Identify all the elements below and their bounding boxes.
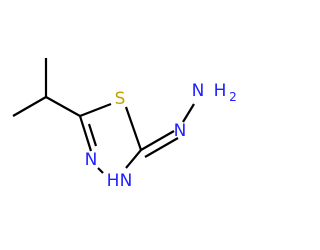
nh-ring-nitrogen-label: N bbox=[120, 171, 133, 191]
nh2-hydrogen-label: H bbox=[214, 81, 227, 101]
nh-ring-hydrogen-label: H bbox=[107, 171, 120, 191]
bond-c5-s1 bbox=[79, 102, 112, 118]
sulfur-atom-label: S bbox=[115, 89, 126, 109]
bond-n4-n3 bbox=[97, 167, 104, 174]
bond-s1-c2 bbox=[124, 106, 143, 151]
bond-c5-n4 bbox=[78, 115, 93, 152]
nh2-subscript-label: 2 bbox=[229, 90, 237, 104]
bond-methyl-left bbox=[12, 96, 47, 117]
bond-n3-c2 bbox=[125, 149, 142, 169]
molecule-structure: S N N H N N H 2 bbox=[12, 58, 237, 191]
bond-isopropyl-ring bbox=[45, 96, 81, 117]
bond-n-nh2 bbox=[182, 103, 195, 123]
nitrogen-ring-label: N bbox=[85, 150, 98, 170]
bond-c2-n-hydrazone-second bbox=[144, 137, 179, 158]
bond-c2-n-hydrazone bbox=[140, 130, 175, 151]
hydrazone-nitrogen-label: N bbox=[174, 121, 187, 141]
nh2-nitrogen-label: N bbox=[192, 81, 205, 101]
bond-c5-n4-inner bbox=[87, 123, 98, 147]
